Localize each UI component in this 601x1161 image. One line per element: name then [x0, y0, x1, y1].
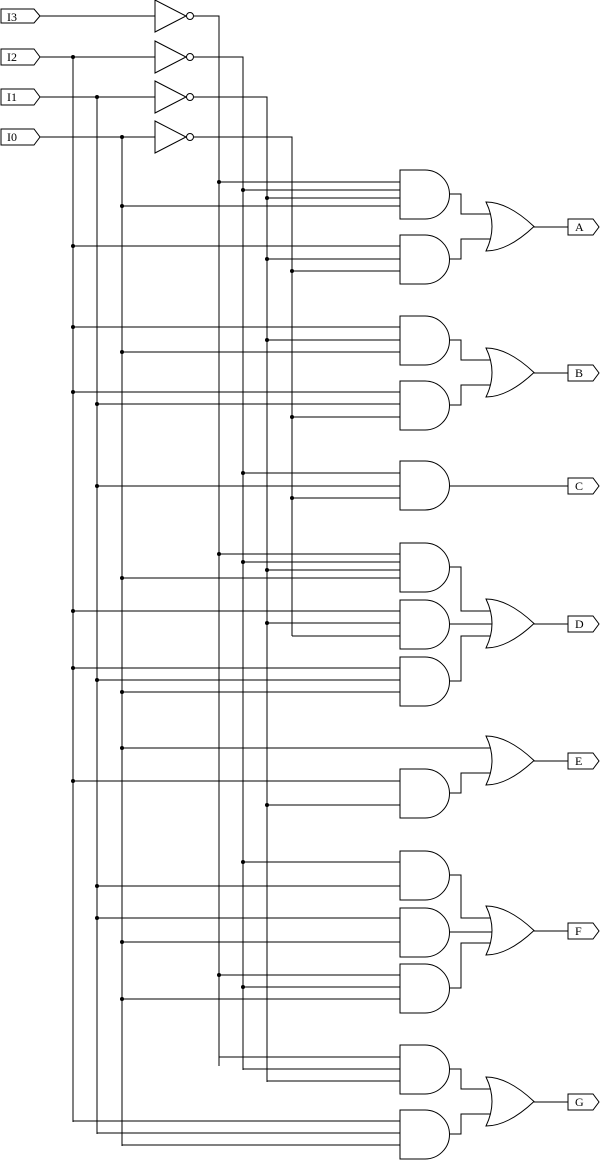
output-label-a: A	[575, 220, 584, 234]
input-pin-i0: I0	[0, 128, 41, 146]
and-gate-a1	[399, 169, 450, 220]
and-gate-c1	[399, 460, 450, 511]
and-gate-f3	[399, 963, 450, 1014]
and-gate-f2	[399, 907, 450, 958]
input-label-i3: I3	[7, 10, 17, 24]
output-pin-c: C	[567, 477, 600, 495]
input-pin-i2: I2	[0, 48, 41, 66]
gate-input-wires	[73, 181, 490, 1146]
output-label-d: D	[575, 617, 584, 631]
output-pin-d: D	[567, 615, 600, 633]
or-gate-f	[485, 905, 535, 956]
output-pin-a: A	[567, 218, 600, 236]
true-buses	[72, 57, 123, 1146]
or-gate-g	[485, 1076, 535, 1127]
and-gate-f1	[399, 850, 450, 901]
or-gate-b	[485, 347, 535, 398]
not-gate-i3	[154, 0, 194, 33]
output-wires	[534, 226, 568, 1103]
output-pin-g: G	[567, 1093, 600, 1111]
or-gate-e	[485, 735, 535, 786]
output-label-e: E	[575, 754, 582, 768]
and-gate-a2	[399, 234, 450, 285]
output-label-f: F	[575, 924, 582, 938]
input-pin-i1: I1	[0, 88, 41, 106]
or-gate-d	[485, 598, 535, 649]
input-label-i1: I1	[7, 90, 17, 104]
and-gate-b2	[399, 380, 450, 431]
not-gate-i1	[154, 80, 194, 114]
and-to-or-wires	[449, 193, 568, 1135]
input-label-i2: I2	[7, 50, 17, 64]
output-label-c: C	[575, 479, 583, 493]
and-gate-g1	[399, 1044, 450, 1095]
not-gate-i2	[154, 40, 194, 74]
input-label-i0: I0	[7, 130, 17, 144]
junction-dots	[71, 55, 294, 1001]
output-label-b: B	[575, 366, 583, 380]
or-gate-a	[485, 201, 535, 252]
and-gate-b1	[399, 315, 450, 366]
and-gate-e1	[399, 768, 450, 819]
and-gate-d1	[399, 542, 450, 593]
and-gate-d3	[399, 656, 450, 707]
not-gate-i0	[154, 120, 194, 154]
output-pin-f: F	[567, 922, 600, 940]
output-label-g: G	[575, 1095, 584, 1109]
and-gate-g2	[399, 1109, 450, 1160]
input-pin-i3: I3	[0, 8, 41, 24]
and-gate-d2	[399, 599, 450, 650]
inverted-buses	[194, 15, 293, 1082]
output-pin-b: B	[567, 364, 600, 382]
output-pin-e: E	[567, 752, 600, 770]
